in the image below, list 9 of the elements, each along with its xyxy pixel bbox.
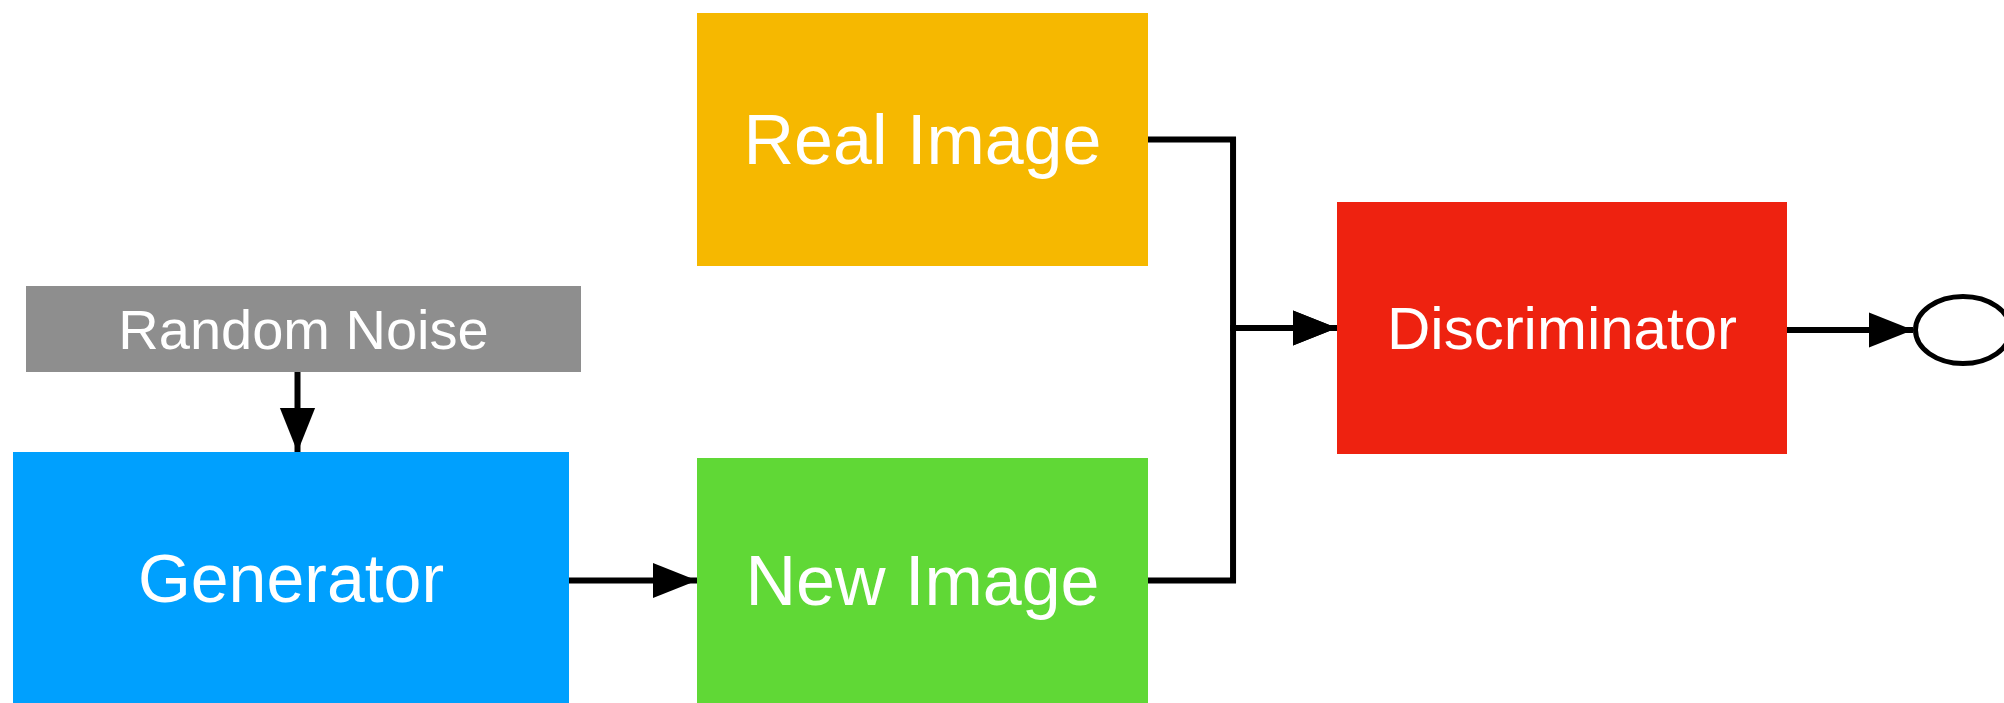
arrow [279,372,316,452]
process-box: Discriminator [1337,202,1787,454]
process-box: Generator [13,452,569,703]
process-box: New Image [697,458,1148,703]
arrow [1148,310,1337,584]
process-box: Random Noise [26,286,581,372]
arrow [569,562,697,599]
process-box: Real Image [697,13,1148,266]
arrow [1787,312,1913,348]
